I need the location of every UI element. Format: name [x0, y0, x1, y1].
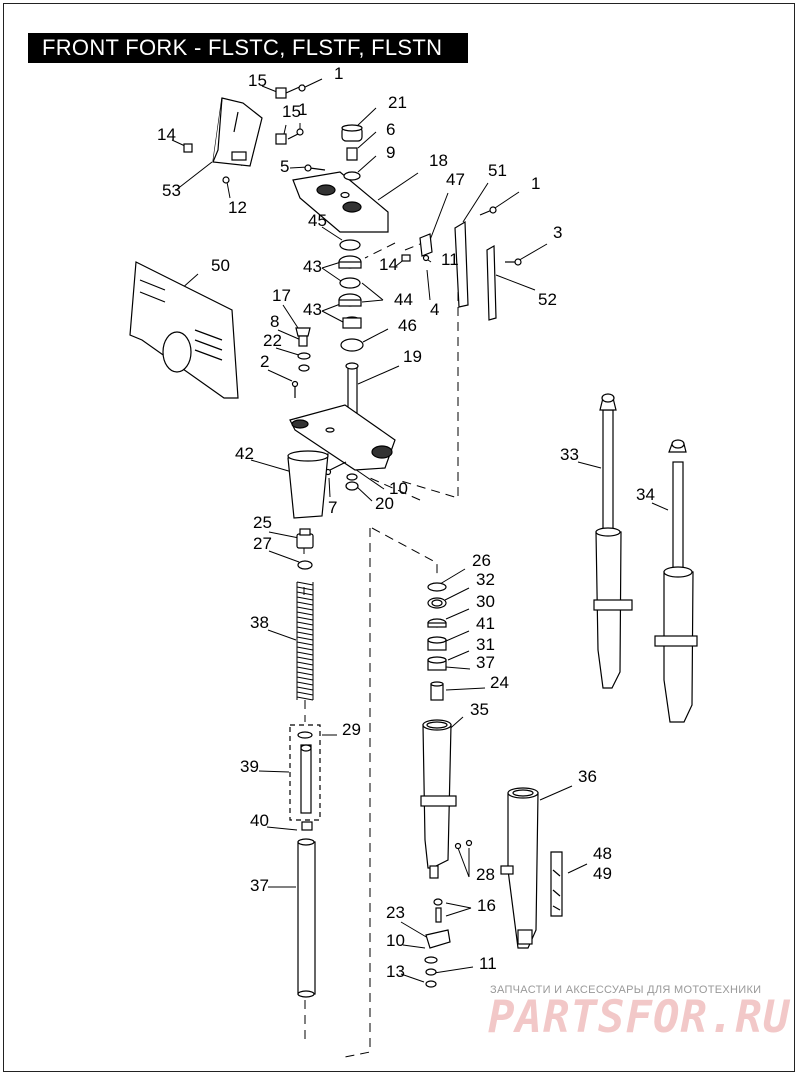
part-label: 14: [157, 125, 176, 144]
part-label: 33: [560, 445, 579, 464]
part-label: 11: [479, 954, 497, 973]
diagram-frame: [3, 3, 795, 1072]
part-label: 43: [303, 300, 322, 319]
diagram-title: FRONT FORK - FLSTC, FLSTF, FLSTN: [28, 33, 468, 63]
fork-slider-36: [500, 787, 539, 949]
part-label: 41: [476, 614, 495, 633]
upper-bracket-18: [292, 171, 389, 233]
part-label: 42: [235, 444, 254, 463]
fork-spring-38: [296, 581, 314, 701]
nacelle-cover-50: [129, 261, 239, 399]
part-label: 50: [211, 256, 230, 275]
part-label: 28: [476, 865, 495, 884]
part-label: 48: [593, 844, 612, 863]
part-label: 2: [260, 352, 269, 371]
part-label: 13: [386, 962, 405, 981]
part-label: 36: [578, 767, 597, 786]
clip-14: [183, 143, 193, 153]
part-label: 21: [388, 93, 407, 112]
screw-12: [222, 176, 230, 184]
fork-lock-parts: [401, 206, 522, 321]
watermark-brand: PARTSFOR.RU: [488, 992, 791, 1043]
part-label: 9: [386, 143, 395, 162]
part-label: 1: [298, 100, 307, 119]
part-label: 22: [263, 331, 282, 350]
part-label: 12: [228, 198, 247, 217]
part-label: 15: [248, 71, 267, 90]
part-label: 31: [476, 635, 495, 654]
part-label: 38: [250, 613, 269, 632]
part-label: 18: [429, 151, 448, 170]
damper-nut-25: [296, 528, 314, 570]
part-label: 10: [386, 931, 405, 950]
part-label: 3: [553, 223, 562, 242]
part-label: 35: [470, 700, 489, 719]
part-label: 53: [162, 181, 181, 200]
part-label: 10: [389, 479, 408, 498]
part-label: 37: [250, 876, 269, 895]
part-label: 1: [334, 64, 343, 83]
bushing-stack: [427, 582, 447, 701]
part-label: 24: [490, 673, 509, 692]
part-label: 8: [270, 312, 279, 331]
part-label: 39: [240, 757, 259, 776]
part-label: 26: [472, 551, 491, 570]
part-label: 4: [430, 300, 439, 319]
part-label: 40: [250, 811, 269, 830]
part-label: 16: [477, 896, 496, 915]
fork-tube-37: [297, 838, 316, 998]
screw-1-top: [275, 84, 306, 145]
part-label: 11: [441, 250, 459, 269]
part-label: 52: [538, 290, 557, 309]
part-label: 32: [476, 570, 495, 589]
decal-48-49: [550, 851, 563, 917]
part-label: 6: [386, 120, 395, 139]
damper-tube-39: [289, 724, 321, 831]
part-label: 51: [488, 161, 507, 180]
steering-stem-19: [289, 362, 396, 471]
part-label: 46: [398, 316, 417, 335]
bearing-stack: [338, 239, 364, 352]
part-label: 17: [272, 286, 291, 305]
fork-assembly-34: [654, 439, 698, 723]
leader-lines: [171, 78, 669, 983]
part-label: 5: [280, 157, 289, 176]
part-label: 7: [328, 498, 337, 517]
part-label: 44: [394, 290, 413, 309]
part-label: 29: [342, 720, 361, 739]
fork-shroud-42: [287, 450, 329, 519]
part-label: 45: [308, 211, 327, 230]
part-label: 15: [282, 102, 301, 121]
fork-slider-35: [420, 719, 457, 879]
part-label: 30: [476, 592, 495, 611]
part-label: 49: [593, 864, 612, 883]
part-label: 14: [379, 255, 398, 274]
bolt-17-washers: [291, 327, 311, 398]
part-label: 34: [636, 485, 655, 504]
watermark-tagline: ЗАПЧАСТИ И АКСЕССУАРЫ ДЛЯ МОТОТЕХНИКИ: [490, 984, 762, 996]
bracket-53: [212, 97, 263, 167]
part-label: 20: [375, 494, 394, 513]
part-label: 47: [446, 170, 465, 189]
part-label: 25: [253, 513, 272, 532]
part-label: 37: [476, 653, 495, 672]
part-label: 1: [531, 174, 540, 193]
nut-21-washer-6-9: [304, 124, 363, 181]
part-label: 27: [253, 534, 272, 553]
part-label: 23: [386, 903, 405, 922]
fork-assembly-33: [593, 393, 633, 689]
slider-hardware: [424, 839, 473, 988]
part-label: 19: [403, 347, 422, 366]
part-label: 43: [303, 257, 322, 276]
